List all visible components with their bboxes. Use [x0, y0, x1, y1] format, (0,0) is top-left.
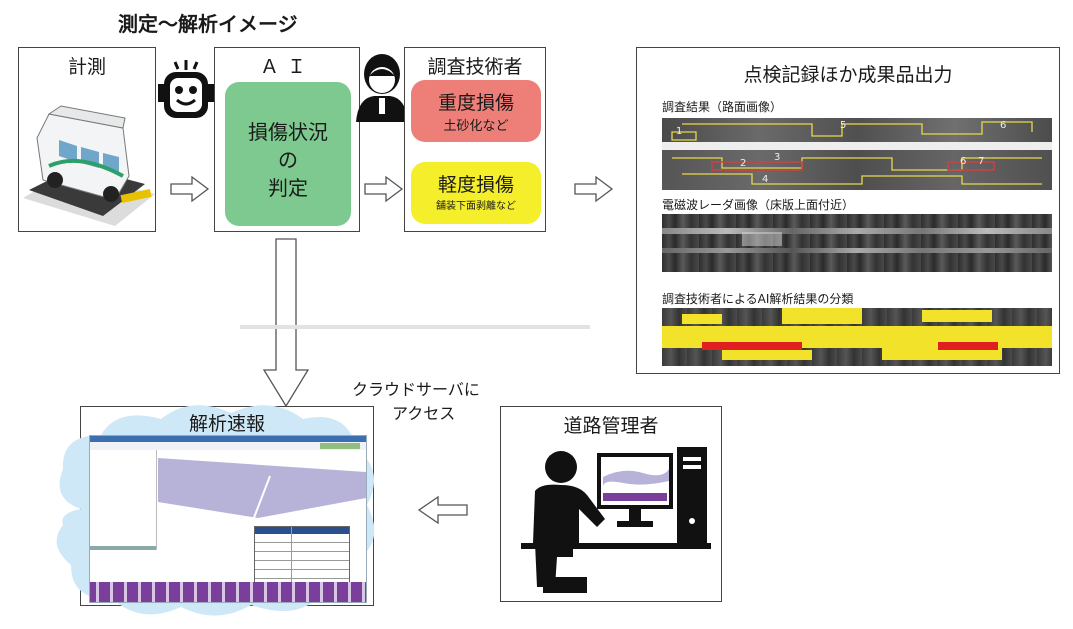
light-damage-sub: 舗装下面剥離など: [436, 201, 516, 212]
ai-judgement-line: 判定: [268, 176, 308, 200]
radar-image-label: 電磁波レーダ画像（床版上面付近）: [662, 198, 855, 212]
severe-damage-sub: 土砂化など: [443, 119, 509, 134]
page-title: 測定〜解析イメージ: [118, 12, 298, 36]
engineer-label: 調査技術者: [427, 56, 523, 78]
measure-label: 計測: [67, 56, 106, 78]
radar-image: [662, 214, 1052, 272]
robot-icon: [158, 60, 214, 118]
severe-damage-panel: 重度損傷 土砂化など: [411, 80, 541, 142]
road-manager-box: 道路管理者: [500, 406, 722, 602]
light-damage-title: 軽度損傷: [437, 174, 514, 196]
ai-classification-label: 調査技術者によるAI解析結果の分類: [662, 292, 854, 306]
road-number: 1: [676, 126, 683, 137]
report-label: 解析速報: [188, 413, 265, 435]
ai-judgement-panel: 損傷状況 の 判定: [225, 82, 351, 226]
road-number: 2: [740, 158, 747, 169]
road-number: 7: [978, 156, 985, 167]
road-number: 5: [840, 120, 847, 131]
ai-judgement-line: の: [278, 148, 298, 172]
light-damage-panel: 軽度損傷 舗装下面剥離など: [411, 162, 541, 224]
road-image-label: 調査結果（路面画像）: [662, 100, 783, 114]
person-at-computer-icon: [521, 447, 711, 593]
background-strip: [240, 325, 590, 329]
cloud-access-label: アクセス: [392, 404, 456, 423]
road-surface-image: 1 5 6 2 3 4 6 7: [662, 118, 1052, 190]
ai-classification-image: [662, 308, 1052, 366]
engineer-icon: [356, 54, 408, 122]
arrow-right-icon: [574, 175, 614, 203]
ai-label: ＡＩ: [259, 56, 314, 78]
road-number: 3: [774, 152, 781, 163]
report-box: 解析速報: [56, 405, 375, 616]
road-number: 6: [960, 156, 967, 167]
ai-judgement-line: 損傷状況: [248, 120, 328, 144]
ai-box: ＡＩ 損傷状況 の 判定: [214, 47, 360, 232]
arrow-left-icon: [417, 495, 468, 525]
road-number: 6: [1000, 120, 1007, 131]
severe-damage-title: 重度損傷: [437, 92, 514, 114]
engineer-box: 調査技術者 重度損傷 土砂化など 軽度損傷 舗装下面剥離など: [404, 47, 546, 232]
arrow-down-icon: [262, 238, 310, 408]
road-manager-label: 道路管理者: [563, 415, 659, 437]
measure-box: 計測: [18, 47, 156, 232]
arrow-right-icon: [170, 175, 210, 203]
cloud-access-label: クラウドサーバに: [352, 380, 480, 399]
road-number: 4: [762, 174, 769, 185]
arrow-right-icon: [364, 175, 404, 203]
survey-vehicle-illustration: [23, 105, 155, 226]
report-app-screenshot: [89, 435, 367, 603]
output-title: 点検記録ほか成果品出力: [743, 64, 953, 86]
